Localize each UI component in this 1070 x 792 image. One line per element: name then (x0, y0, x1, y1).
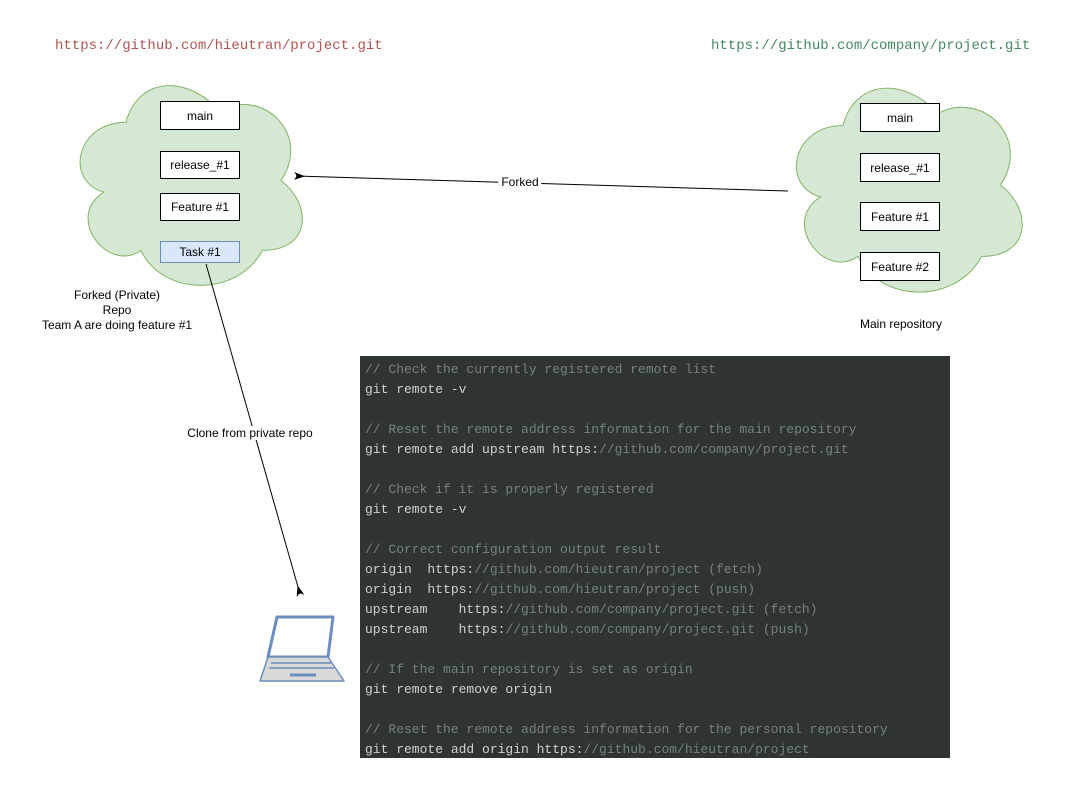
terminal-comment-text: // Check if it is properly registered (365, 482, 654, 497)
laptop-icon (259, 615, 345, 682)
terminal-line (365, 700, 942, 720)
terminal-panel: // Check the currently registered remote… (360, 356, 950, 758)
forked-repo-caption-line3: Team A are doing feature #1 (41, 318, 193, 332)
terminal-lines: // Check the currently registered remote… (365, 360, 942, 760)
terminal-comment-text: // Check the currently registered remote… (365, 362, 717, 377)
main-repo-caption: Main repository (859, 317, 943, 331)
terminal-command-text: git remote remove origin (365, 682, 553, 697)
forked-repo-caption-line1: Forked (Private) (73, 288, 161, 302)
terminal-line: // Reset the remote address information … (365, 420, 942, 440)
branch-box-feature1: Feature #1 (860, 202, 940, 231)
terminal-line: // If the main repository is set as orig… (365, 660, 942, 680)
terminal-comment-text: //github.com/hieutran/project (583, 742, 810, 757)
terminal-comment-text: // Correct configuration output result (365, 542, 662, 557)
personal-repo-url: https://github.com/hieutran/project.git (55, 38, 383, 54)
branch-box-feature1-forked: Feature #1 (160, 193, 240, 221)
branch-box-main-forked: main (160, 101, 240, 130)
terminal-command-text: git remote add origin https: (365, 742, 584, 757)
terminal-command-text: git remote -v (365, 382, 467, 397)
terminal-line: git remote add origin https://github.com… (365, 740, 942, 760)
branch-box-main: main (860, 103, 940, 132)
terminal-line: git remote remove origin (365, 680, 942, 700)
terminal-line (365, 640, 942, 660)
forked-edge-label: Forked (498, 175, 542, 189)
terminal-comment-text: // Reset the remote address information … (365, 722, 888, 737)
terminal-comment-text: //github.com/hieutran/project (push) (474, 582, 756, 597)
branch-box-release: release_#1 (860, 153, 940, 182)
company-repo-url: https://github.com/company/project.git (711, 38, 1031, 54)
terminal-line: origin https://github.com/hieutran/proje… (365, 560, 942, 580)
terminal-comment-text: // Reset the remote address information … (365, 422, 857, 437)
terminal-command-text: git remote -v (365, 502, 467, 517)
terminal-comment-text: //github.com/company/project.git (push) (505, 622, 810, 637)
clone-edge-label: Clone from private repo (184, 426, 316, 440)
terminal-comment-text: //github.com/company/project.git (599, 442, 849, 457)
terminal-line: git remote add upstream https://github.c… (365, 440, 942, 460)
terminal-line: // Correct configuration output result (365, 540, 942, 560)
terminal-line: git remote -v (365, 380, 942, 400)
branch-box-task1-forked: Task #1 (160, 241, 240, 263)
terminal-line: // Reset the remote address information … (365, 720, 942, 740)
forked-repo-caption-line2: Repo (102, 303, 132, 317)
terminal-command-text: git remote add upstream https: (365, 442, 600, 457)
terminal-line: upstream https://github.com/company/proj… (365, 600, 942, 620)
terminal-line: origin https://github.com/hieutran/proje… (365, 580, 942, 600)
terminal-line (365, 400, 942, 420)
branch-box-feature2: Feature #2 (860, 252, 940, 281)
forked-repo-caption: Forked (Private) Repo Team A are doing f… (7, 288, 227, 333)
terminal-line: upstream https://github.com/company/proj… (365, 620, 942, 640)
terminal-comment-text: // If the main repository is set as orig… (365, 662, 693, 677)
forked-arrow (293, 171, 789, 192)
terminal-comment-text: //github.com/company/project.git (fetch) (505, 602, 818, 617)
terminal-line: git remote -v (365, 500, 942, 520)
terminal-command-text: origin https: (365, 562, 475, 577)
terminal-line (365, 520, 942, 540)
terminal-command-text: upstream https: (365, 622, 506, 637)
terminal-comment-text: //github.com/hieutran/project (fetch) (474, 562, 763, 577)
terminal-line: // Check the currently registered remote… (365, 360, 942, 380)
terminal-command-text: upstream https: (365, 602, 506, 617)
terminal-line (365, 460, 942, 480)
branch-box-release-forked: release_#1 (160, 151, 240, 179)
terminal-command-text: origin https: (365, 582, 475, 597)
terminal-line: // Check if it is properly registered (365, 480, 942, 500)
